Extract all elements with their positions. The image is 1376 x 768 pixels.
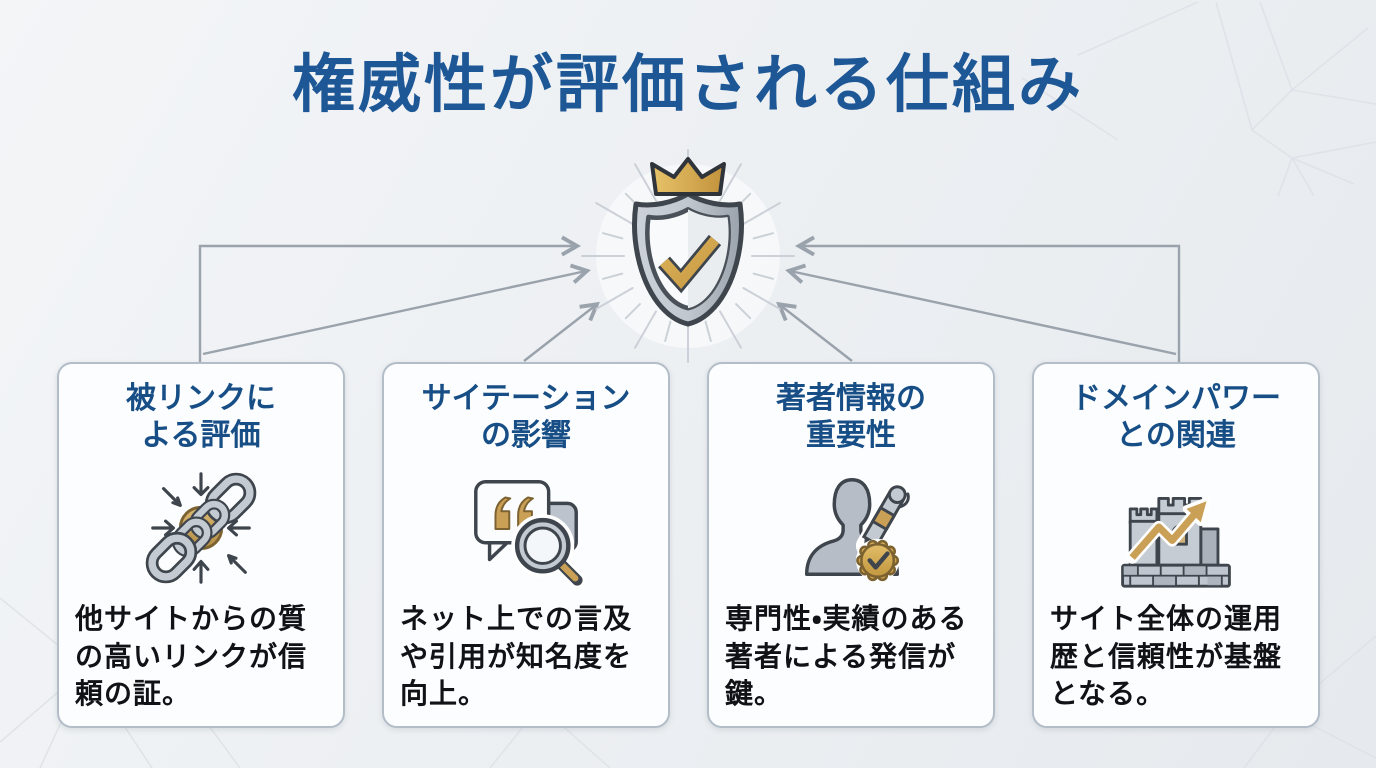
pen-icon [855,483,910,558]
checkmark-icon [658,234,722,294]
author-pen-badge-icon [804,478,910,583]
card-author-icon-wrap [787,458,915,598]
card-author-title-line2: 重要性 [806,419,896,453]
growth-arrow-icon [1125,497,1211,565]
card-domain-power-body: サイト全体の運用歴と信頼性が基盤となる。 [1050,603,1283,709]
card-author-title-line1: 著者情報の [776,382,926,415]
citation-quote-search-icon [474,480,586,589]
card-backlinks-body: 他サイトからの質の高いリンクが信頼の証。 [75,603,308,709]
card-domain-power-icon-wrap [1109,458,1243,598]
arrow-author-diagonal [776,301,853,362]
card-citations-title-line2: の影響 [481,419,571,453]
card-backlinks-title-line2: よる評価 [141,419,261,453]
arrow-citations-diagonal [523,301,600,362]
crowned-shield-check-icon [581,149,795,363]
chain-links [145,473,257,584]
card-domain-power-title-line2: との関連 [1116,419,1236,453]
inward-arrows [151,472,251,585]
arrow-backlinks-elbow [198,235,581,362]
card-author-body: 専門性・実績のある著者による発信が鍵。 [725,603,968,709]
domain-power-castle-icon [1121,497,1231,588]
inbound-link-chain-icon [145,472,257,585]
card-author: 著者情報の 重要性 [707,362,995,728]
card-domain-power-title: ドメインパワー との関連 [1071,380,1281,454]
brick-lines [1122,565,1230,587]
arrow-domain-elbow [795,235,1181,362]
card-citations-title: サイテーション の影響 [422,380,631,454]
crown-icon [650,157,726,196]
card-citations: サイテーション の影響 [382,362,670,728]
card-backlinks-title: 被リンクに よる評価 [126,380,276,454]
verified-badge-icon [855,539,900,583]
arrow-domain-diagonal [785,263,1177,356]
magnifier-icon [511,514,586,589]
brick-shading [1123,566,1221,586]
page-title: 権威性が評価される仕組み [292,50,1084,120]
card-author-title: 著者情報の 重要性 [776,380,926,454]
card-citations-body: ネット上での言及や引用が知名度を向上。 [400,603,633,709]
card-domain-power-title-line1: ドメインパワー [1071,382,1281,415]
card-backlinks: 被リンクに よる評価 [57,362,345,728]
arrow-backlinks-diagonal [202,263,591,356]
card-citations-icon-wrap [462,458,590,598]
card-backlinks-title-line1: 被リンクに [126,382,276,415]
shield-icon [632,191,744,327]
card-citations-title-line1: サイテーション [421,382,631,415]
card-domain-power: ドメインパワー との関連 [1032,362,1320,728]
card-backlinks-icon-wrap [137,458,265,598]
